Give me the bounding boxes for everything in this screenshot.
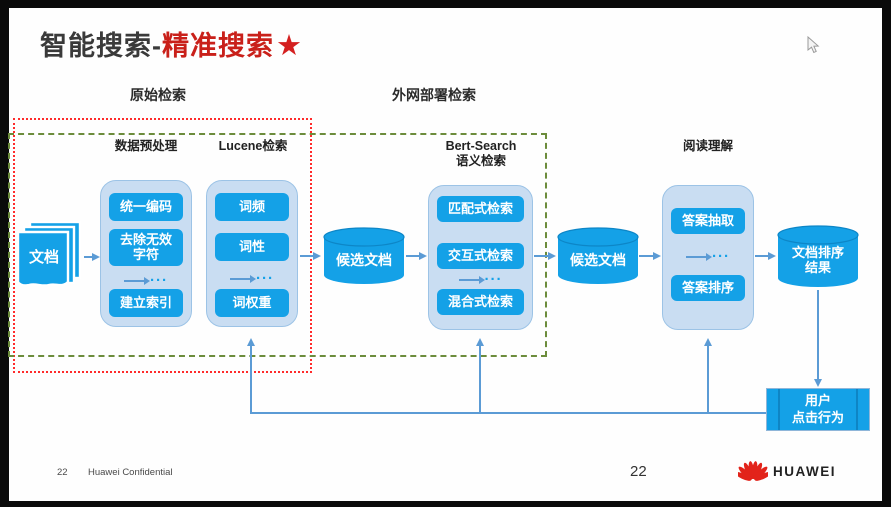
stage-label-reading: 阅读理解 (682, 139, 734, 153)
more-steps-row: ··· (671, 250, 745, 264)
title-accent-text: 精准搜索 (162, 31, 274, 61)
document-stack-label: 文档 (28, 249, 59, 266)
more-steps-row: ··· (215, 272, 289, 286)
step-chip-answer-ranking: 答案排序 (671, 275, 745, 301)
bert-label-line1: Bert-Search (445, 139, 517, 153)
footer-slide-number: 22 (57, 467, 68, 478)
bert-label-line2: 语义检索 (455, 154, 506, 168)
step-chip-remove-invalid-chars: 去除无效字符 (109, 229, 183, 266)
cylinder-icon (777, 225, 859, 287)
ellipsis-dots: ··· (256, 270, 274, 288)
more-steps-row: ··· (109, 274, 183, 288)
ellipsis-dots: ··· (484, 271, 503, 289)
document-stack: 文档 (16, 220, 82, 294)
cylinder-candidate-docs-2: 候选文档 (557, 227, 639, 285)
cylinder-label: 文档排序结果 (777, 233, 859, 289)
page-title: 智能搜索-精准搜索★ (40, 24, 303, 63)
footer-confidential-text: Huawei Confidential (88, 467, 173, 478)
panel-bert-search: 匹配式检索 交互式检索 ··· 混合式检索 (428, 185, 533, 330)
step-chip-build-index: 建立索引 (109, 289, 183, 317)
flow-arrow-icon (230, 275, 256, 283)
cylinder-label: 候选文档 (570, 251, 626, 268)
step-chip-unify-encoding: 统一编码 (109, 193, 183, 221)
cylinder-doc-ranking-result: 文档排序结果 (777, 225, 859, 289)
step-chip-pos: 词性 (215, 233, 289, 261)
cylinder-candidate-docs-1: 候选文档 (323, 227, 405, 285)
cylinder-label: 候选文档 (336, 251, 392, 268)
step-chip-interactive-retrieval: 交互式检索 (437, 243, 524, 269)
stage-label-bert-search: Bert-Search 语义检索 (446, 139, 517, 169)
page-number: 22 (630, 463, 647, 480)
title-normal-text: 智能搜索- (40, 31, 162, 61)
panel-reading-comprehension: 答案抽取 ··· 答案排序 (662, 185, 754, 330)
user-click-behavior-box: 用户 点击行为 (766, 388, 870, 431)
ellipsis-dots: ··· (150, 272, 168, 290)
cylinder-icon (323, 227, 405, 284)
panel-lucene: 词频 词性 ··· 词权重 (206, 180, 298, 327)
flow-arrow-icon (458, 276, 485, 284)
flow-arrow-icon (686, 253, 712, 261)
step-chip-hybrid-retrieval: 混合式检索 (437, 289, 524, 315)
cylinder-label-text: 文档排序结果 (791, 245, 844, 275)
huawei-flower-icon (738, 461, 768, 481)
ellipsis-dots: ··· (712, 248, 730, 266)
flow-arrow-icon (124, 277, 150, 285)
document-stack-icon (16, 220, 82, 287)
user-box-line2: 点击行为 (791, 409, 844, 425)
mouse-cursor-icon (807, 36, 820, 54)
panel-preprocess: 统一编码 去除无效字符 ··· 建立索引 (100, 180, 192, 327)
step-chip-matching-retrieval: 匹配式检索 (437, 196, 524, 222)
more-steps-row: ··· (437, 273, 524, 287)
stage-label-preprocess: 数据预处理 (114, 139, 178, 153)
huawei-logo: HUAWEI (738, 458, 836, 485)
star-icon: ★ (276, 30, 303, 62)
red-dotted-boundary (13, 118, 312, 373)
user-box-line1: 用户 (804, 393, 831, 409)
huawei-brand-text: HUAWEI (773, 464, 836, 479)
step-chip-term-frequency: 词频 (215, 193, 289, 221)
step-chip-answer-extraction: 答案抽取 (671, 208, 745, 234)
stage-label-lucene: Lucene检索 (218, 139, 288, 153)
section-label-original-retrieval: 原始检索 (130, 87, 186, 103)
section-label-external-retrieval: 外网部署检索 (392, 87, 476, 103)
step-chip-term-weight: 词权重 (215, 289, 289, 317)
cylinder-icon (557, 227, 639, 284)
